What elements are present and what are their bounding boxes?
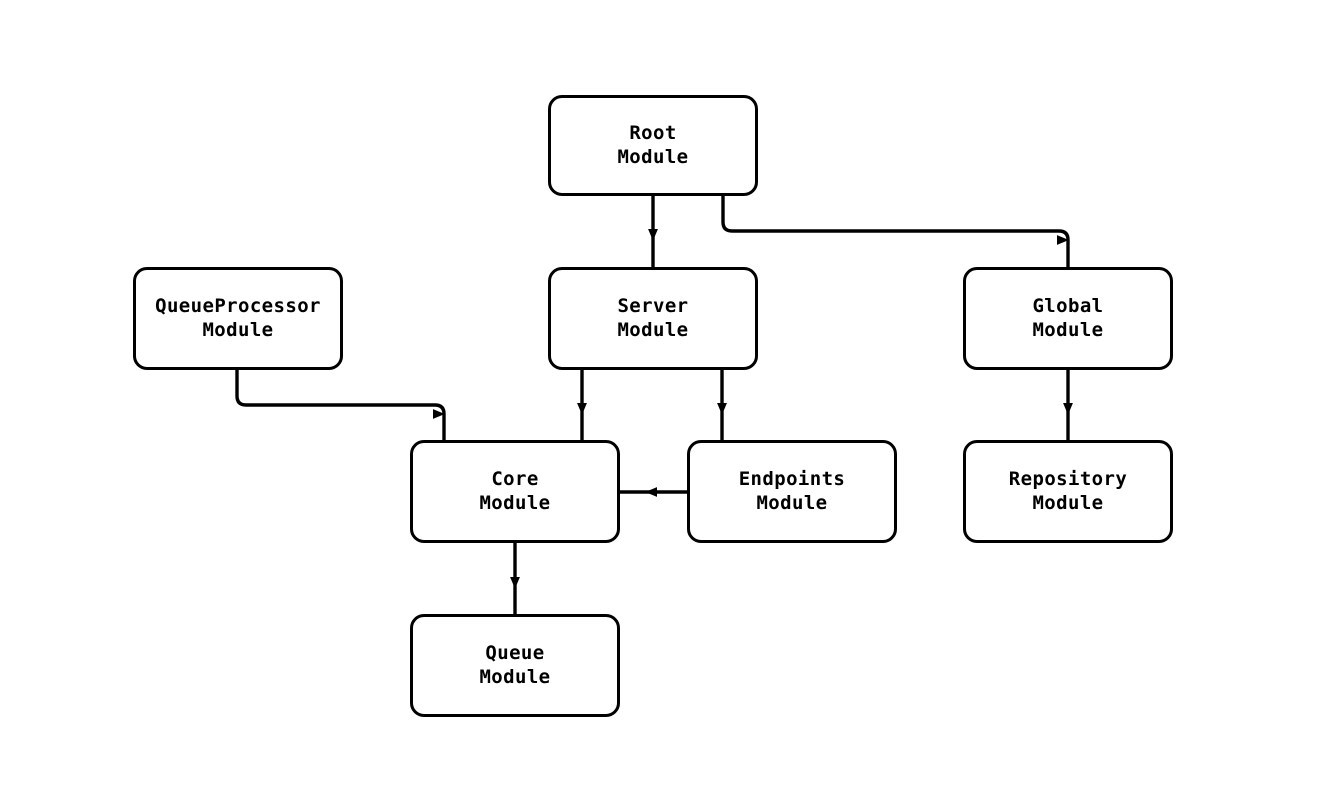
node-endpoints-module[interactable]: Endpoints Module bbox=[687, 440, 897, 543]
node-server-module[interactable]: Server Module bbox=[548, 267, 758, 370]
node-queueprocessor-module-label: QueueProcessor Module bbox=[155, 295, 321, 341]
node-repository-module-label: Repository Module bbox=[1008, 468, 1128, 514]
node-core-module-label: Core Module bbox=[479, 468, 551, 514]
node-core-module[interactable]: Core Module bbox=[410, 440, 620, 543]
node-root-module[interactable]: Root Module bbox=[548, 95, 758, 196]
edge-root-to-global bbox=[721, 196, 1073, 241]
node-root-module-label: Root Module bbox=[617, 122, 689, 168]
node-queueprocessor-module[interactable]: QueueProcessor Module bbox=[133, 267, 343, 370]
node-queue-module[interactable]: Queue Module bbox=[410, 614, 620, 717]
node-queue-module-label: Queue Module bbox=[479, 642, 551, 688]
node-repository-module[interactable]: Repository Module bbox=[963, 440, 1173, 543]
node-endpoints-module-label: Endpoints Module bbox=[738, 468, 846, 514]
node-global-module-label: Global Module bbox=[1032, 295, 1104, 341]
node-global-module[interactable]: Global Module bbox=[963, 267, 1173, 370]
edge-queueprocessor-to-core bbox=[235, 370, 449, 415]
node-server-module-label: Server Module bbox=[617, 295, 689, 341]
